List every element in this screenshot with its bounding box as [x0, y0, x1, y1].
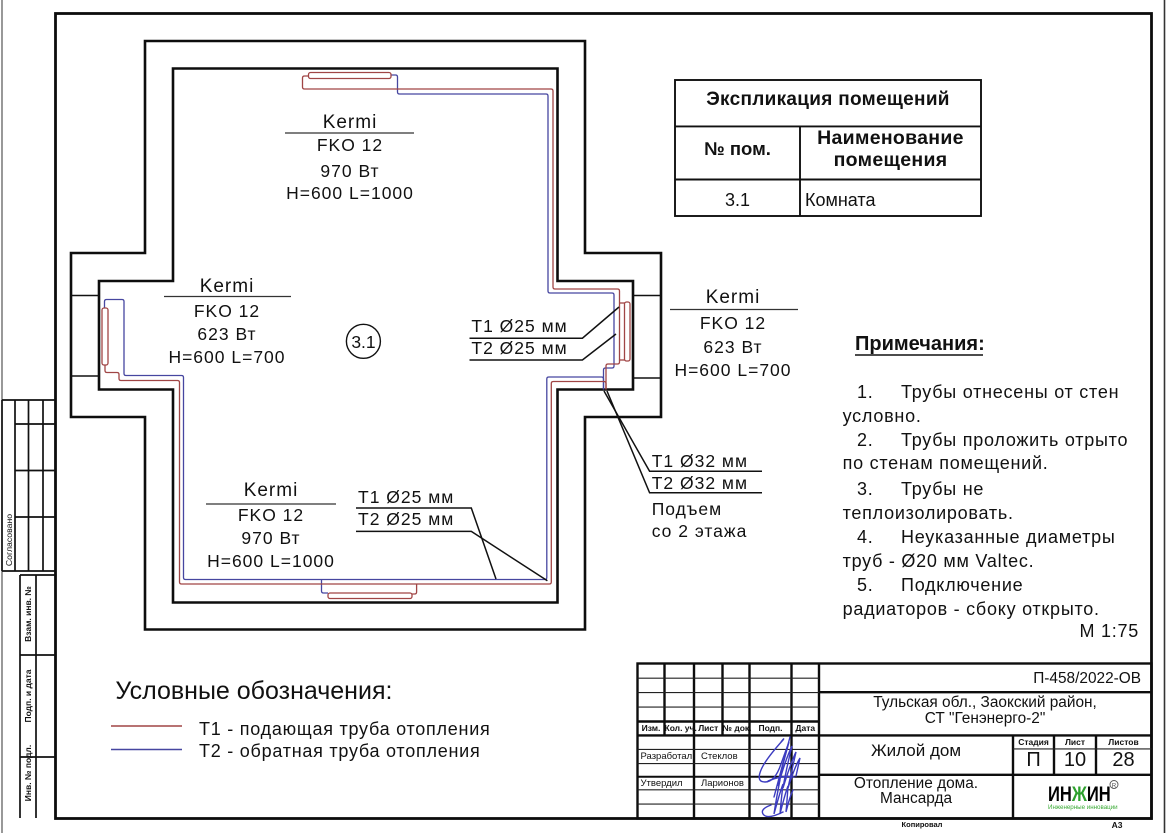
svg-text:R: R: [1112, 782, 1117, 789]
